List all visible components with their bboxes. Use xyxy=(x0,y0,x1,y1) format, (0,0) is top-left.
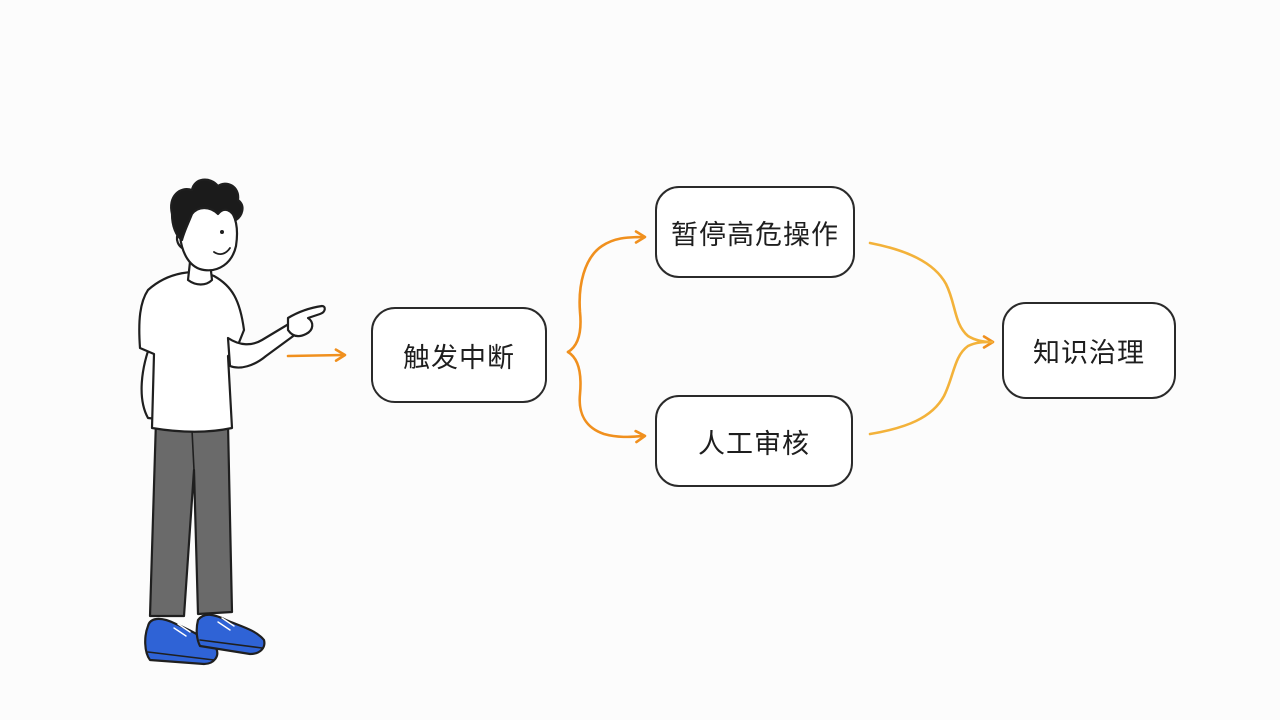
node-trigger-label: 触发中断 xyxy=(403,342,515,374)
arrow-trigger-to-pause xyxy=(566,230,647,354)
node-knowledge-governance: 知识治理 xyxy=(1002,302,1176,399)
person-figure xyxy=(138,178,326,666)
arrow-person-to-trigger xyxy=(286,348,347,362)
node-manual-review: 人工审核 xyxy=(655,395,853,487)
arrow-review-to-govern xyxy=(868,340,994,436)
node-pause-label: 暂停高危操作 xyxy=(671,219,839,251)
node-govern-label: 知识治理 xyxy=(1033,338,1145,369)
node-review-label: 人工审核 xyxy=(698,428,810,460)
node-trigger-interrupt: 触发中断 xyxy=(371,307,547,403)
arrow-trigger-to-review xyxy=(566,350,647,444)
node-pause-high-risk: 暂停高危操作 xyxy=(655,186,855,278)
arrow-pause-to-govern xyxy=(868,241,995,349)
